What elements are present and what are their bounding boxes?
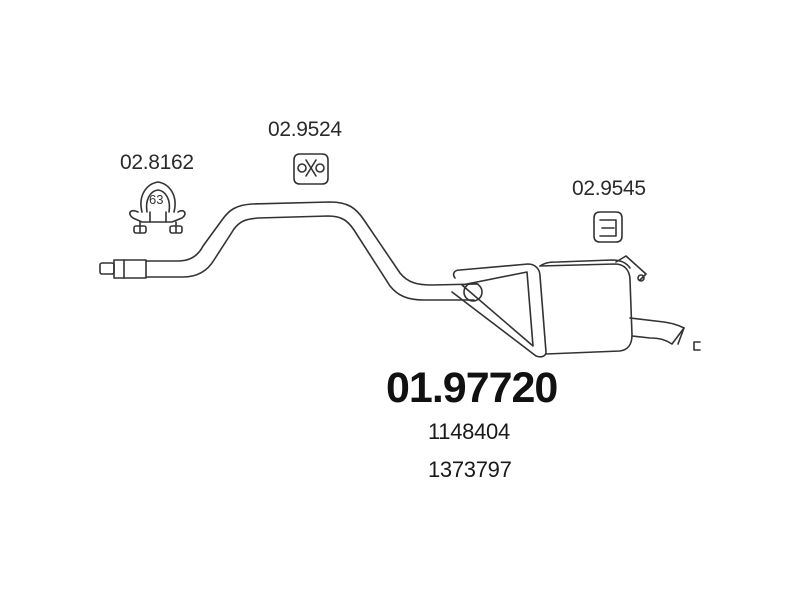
rubber-mount-icon [293,153,329,185]
clamp-part-number: 02.8162 [120,151,194,174]
oem-number: 1148404 [428,419,510,444]
pipe-clamp-icon [129,181,186,234]
main-part-number: 01.97720 [386,364,558,412]
oem-number: 1373797 [428,457,512,482]
exhaust-pipe-icon [99,201,483,302]
rubber-mount-icon [593,211,623,243]
clamp-size-label: 63 [149,192,164,207]
mount-part-number-2: 02.9545 [572,177,646,200]
rear-muffler-icon [451,255,685,358]
tailpipe-end-icon [693,341,701,351]
mount-part-number-1: 02.9524 [268,118,342,141]
